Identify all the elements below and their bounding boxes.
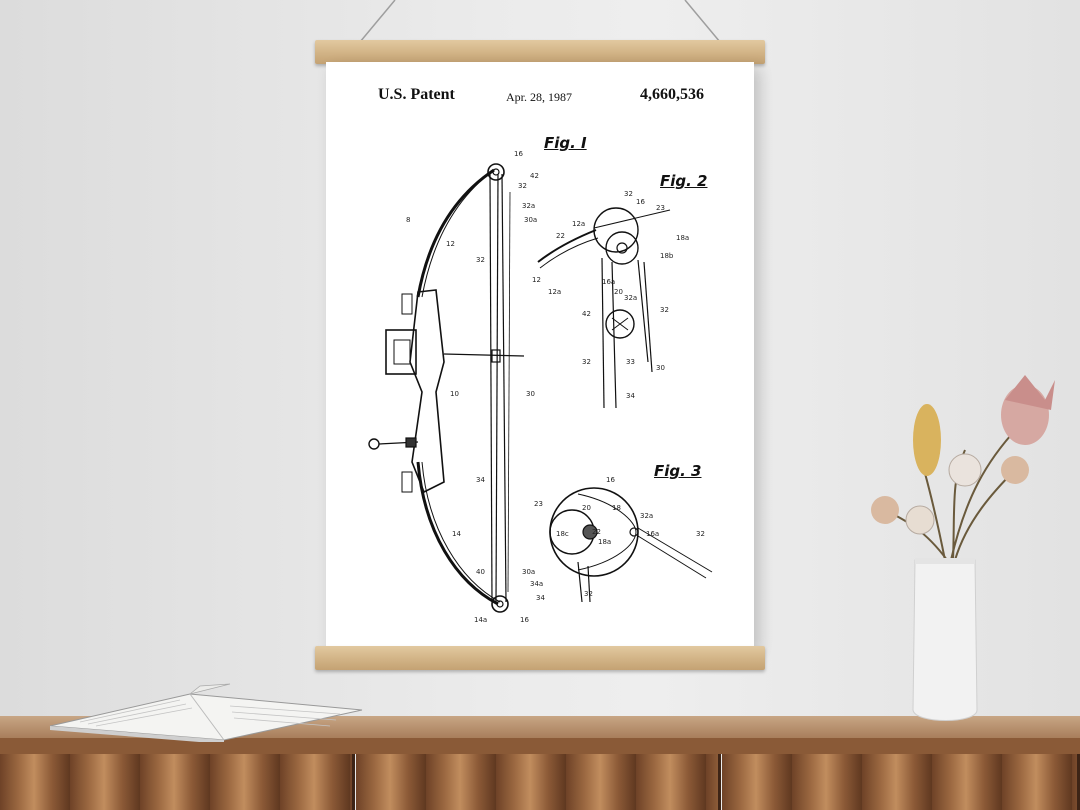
- svg-text:42: 42: [582, 310, 591, 318]
- svg-text:30: 30: [526, 390, 535, 398]
- svg-text:30: 30: [656, 364, 665, 372]
- svg-text:14a: 14a: [474, 616, 487, 624]
- svg-text:12: 12: [532, 276, 541, 284]
- svg-text:32: 32: [518, 182, 527, 190]
- poster-hanger-bottom-rail: [315, 646, 765, 670]
- svg-text:32a: 32a: [522, 202, 535, 210]
- svg-text:18: 18: [612, 504, 621, 512]
- svg-text:22: 22: [556, 232, 565, 240]
- hanging-string: [359, 0, 721, 43]
- svg-text:16: 16: [636, 198, 645, 206]
- svg-text:32: 32: [582, 358, 591, 366]
- svg-text:20: 20: [582, 504, 591, 512]
- svg-text:18c: 18c: [556, 530, 569, 538]
- svg-text:34a: 34a: [530, 580, 543, 588]
- svg-text:32: 32: [476, 256, 485, 264]
- svg-text:30a: 30a: [524, 216, 537, 224]
- svg-text:32: 32: [696, 530, 705, 538]
- svg-text:32: 32: [660, 306, 669, 314]
- svg-text:16a: 16a: [646, 530, 659, 538]
- patent-poster: U.S. Patent Apr. 28, 1987 4,660,536 Fig.…: [326, 62, 754, 648]
- patent-header-title: U.S. Patent: [378, 86, 455, 103]
- svg-text:34: 34: [626, 392, 635, 400]
- svg-text:40: 40: [476, 568, 485, 576]
- sideboard-drawer-left: [0, 754, 355, 810]
- svg-text:12a: 12a: [548, 288, 561, 296]
- svg-text:32: 32: [624, 190, 633, 198]
- svg-text:18a: 18a: [598, 538, 611, 546]
- svg-text:16: 16: [520, 616, 529, 624]
- svg-text:18b: 18b: [660, 252, 674, 260]
- svg-text:12a: 12a: [572, 220, 585, 228]
- svg-text:42: 42: [530, 172, 539, 180]
- vase-with-dried-flowers: [871, 375, 1055, 721]
- svg-text:10: 10: [450, 390, 459, 398]
- svg-text:32a: 32a: [624, 294, 637, 302]
- fig3-label: Fig. 3: [654, 462, 702, 480]
- svg-text:14: 14: [452, 530, 461, 538]
- svg-text:32a: 32a: [640, 512, 653, 520]
- svg-text:23: 23: [534, 500, 543, 508]
- svg-text:34: 34: [476, 476, 485, 484]
- svg-text:16a: 16a: [602, 278, 615, 286]
- sideboard-drawer-right: [722, 754, 1080, 810]
- open-book: [49, 683, 363, 742]
- svg-text:12: 12: [446, 240, 455, 248]
- svg-text:34: 34: [536, 594, 545, 602]
- fig2-label: Fig. 2: [660, 172, 708, 190]
- sideboard-front-edge: [0, 738, 1080, 754]
- svg-text:16: 16: [606, 476, 615, 484]
- svg-text:20: 20: [614, 288, 623, 296]
- svg-text:22: 22: [592, 528, 601, 536]
- fig1-label: Fig. I: [544, 134, 587, 152]
- svg-text:30a: 30a: [522, 568, 535, 576]
- svg-text:8: 8: [406, 216, 410, 224]
- svg-text:23: 23: [656, 204, 665, 212]
- sideboard-drawer-middle: [356, 754, 721, 810]
- poster-hanger-top-rail: [315, 40, 765, 64]
- svg-text:16: 16: [514, 150, 523, 158]
- svg-text:18a: 18a: [676, 234, 689, 242]
- patent-header-number: 4,660,536: [640, 86, 704, 103]
- patent-header-date: Apr. 28, 1987: [506, 90, 572, 104]
- svg-text:32: 32: [584, 590, 593, 598]
- svg-text:33: 33: [626, 358, 635, 366]
